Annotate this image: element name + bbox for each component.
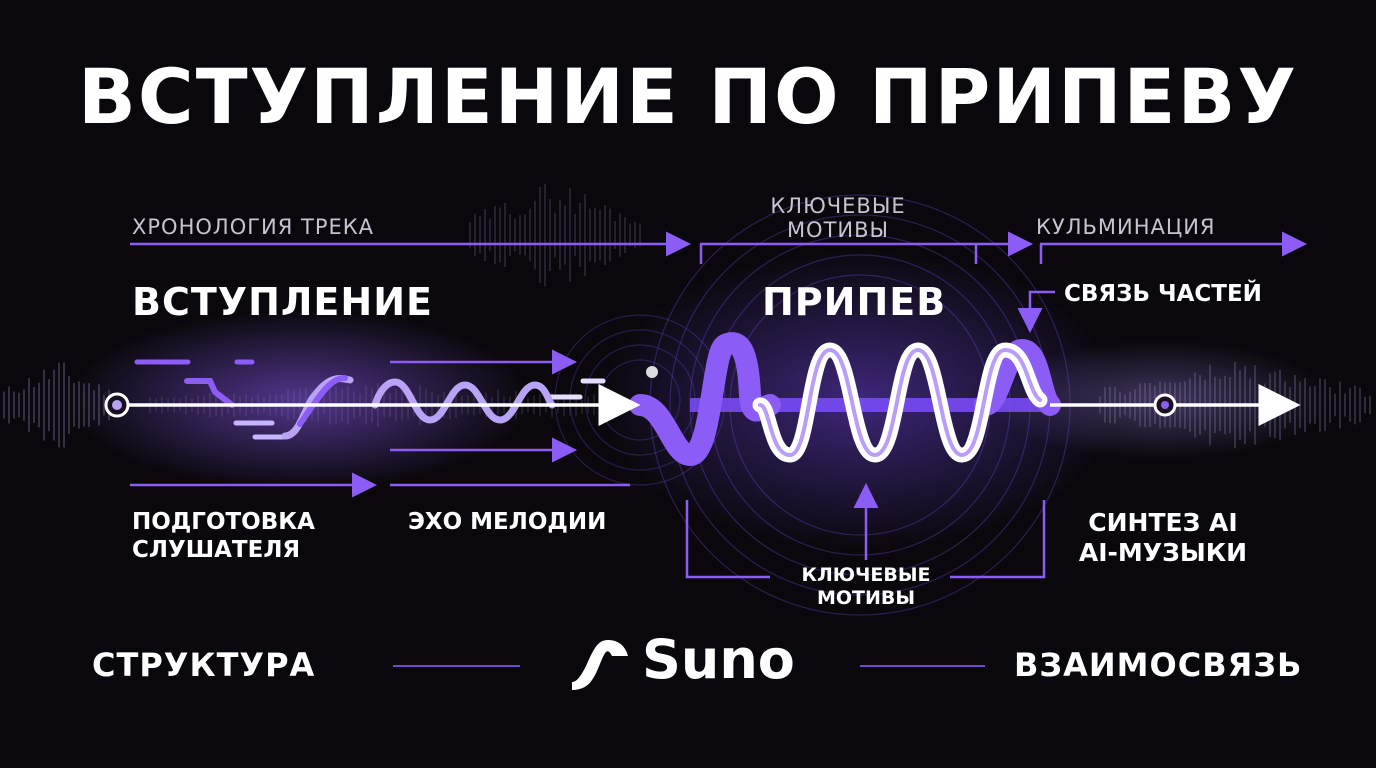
chorus-section-label: ПРИПЕВ <box>762 280 947 324</box>
key-motifs-top-label: КЛЮЧЕВЫЕ МОТИВЫ <box>758 194 918 242</box>
link-pointer <box>1017 290 1055 333</box>
prep-line-1: ПОДГОТОВКА <box>132 509 315 535</box>
intro-segments <box>134 359 606 440</box>
footer-left-label: СТРУКТУРА <box>92 646 316 684</box>
prep-label: ПОДГОТОВКА СЛУШАТЕЛЯ <box>132 508 315 564</box>
start-node-core <box>112 400 122 410</box>
chorus-wave-purple <box>629 332 781 466</box>
intro-section-label: ВСТУПЛЕНИЕ <box>132 280 433 324</box>
key-motifs-top-line-1: КЛЮЧЕВЫЕ <box>770 194 906 218</box>
end-node-core <box>1161 401 1169 409</box>
synth-label: СИНТЕЗ AI AI-МУЗЫКИ <box>1068 508 1258 568</box>
key-motifs-bottom-label: КЛЮЧЕВЫЕ МОТИВЫ <box>786 564 946 610</box>
synth-line-1: СИНТЕЗ AI <box>1088 508 1238 537</box>
key-motifs-bracket <box>685 500 1046 579</box>
chronology-label: ХРОНОЛОГИЯ ТРЕКА <box>132 215 375 239</box>
brand-name: Suno <box>642 628 795 691</box>
intro-sine-wave-b <box>297 375 348 427</box>
prep-line-2: СЛУШАТЕЛЯ <box>132 537 301 563</box>
spark-glow <box>646 366 658 378</box>
synth-line-2: AI-МУЗЫКИ <box>1078 538 1248 567</box>
key-motifs-bottom-line-1: КЛЮЧЕВЫЕ <box>801 564 931 586</box>
suno-wave-logo-icon <box>572 640 628 690</box>
footer-right-label: ВЗАИМОСВЯЗЬ <box>1014 646 1303 684</box>
echo-label: ЭХО МЕЛОДИИ <box>408 509 607 535</box>
chorus-wave-white-inner <box>758 348 1042 457</box>
link-label: СВЯЗЬ ЧАСТЕЙ <box>1064 281 1262 307</box>
key-motifs-top-line-2: МОТИВЫ <box>786 218 890 242</box>
culmination-label: КУЛЬМИНАЦИЯ <box>1036 215 1216 239</box>
intro-glow <box>70 310 530 490</box>
key-motifs-bottom-line-2: МОТИВЫ <box>816 587 916 609</box>
page-title: ВСТУПЛЕНИЕ ПО ПРИПЕВУ <box>78 52 1298 141</box>
